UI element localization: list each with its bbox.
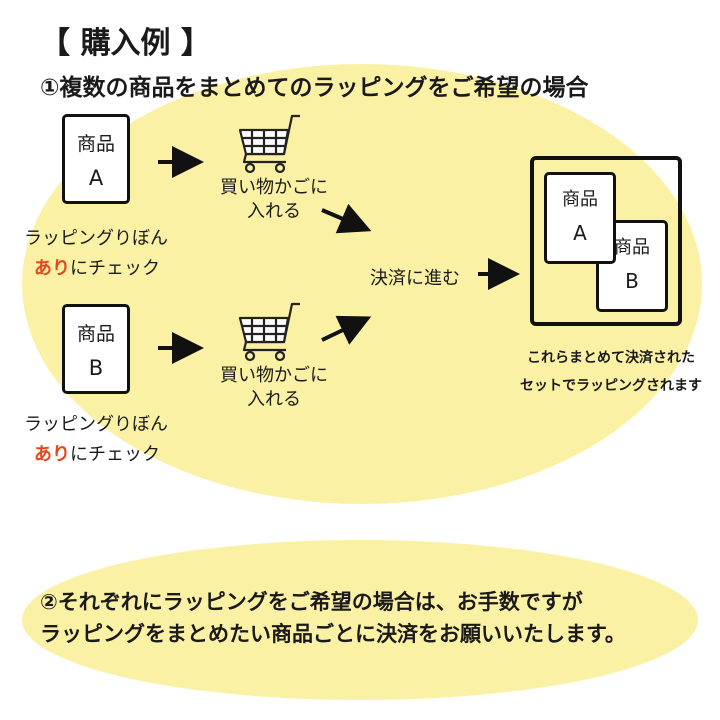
option-label-b: ラッピングりぼん [24,414,168,435]
result-card-a-label: 商品 [562,189,598,210]
case1-heading: ①複数の商品をまとめてのラッピングをご希望の場合 [40,75,589,101]
result-card-a: 商品 A [544,172,616,264]
result-card-b-label: 商品 [614,237,650,258]
cart-caption-b: 買い物かごに 入れる [204,364,344,412]
highlight-ellipse-case2 [22,540,698,700]
shopping-cart-icon [238,302,300,362]
option-check-b: ありにチェック [34,440,160,466]
highlight-ellipse-case1 [22,64,702,504]
option-rest-b: にチェック [70,444,160,465]
combined-package-box: 商品 B 商品 A [530,156,682,326]
option-check-a: ありにチェック [34,254,160,280]
product-card-b-letter: B [88,356,104,380]
result-description-line2: セットでラッピングされます [520,378,702,394]
arrow-cart-b-to-checkout [321,315,372,345]
result-card-b: 商品 B [596,220,668,312]
product-card-a-label: 商品 [76,133,115,155]
result-card-b-letter: B [625,269,639,293]
case2-note: ②それぞれにラッピングをご希望の場合は、お手数ですが ラッピングをまとめたい商品… [40,586,626,650]
case2-note-line1: ②それぞれにラッピングをご希望の場合は、お手数ですが [40,590,583,614]
product-card-b: 商品 B [62,304,130,394]
cart-caption-b-line1: 買い物かごに [220,365,328,386]
cart-caption-a: 買い物かごに 入れる [204,176,344,224]
case2-note-line2: ラッピングをまとめたい商品ごとに決済をお願いいたします。 [40,622,626,646]
arrow-cart-a-to-checkout [321,203,372,234]
cart-caption-a-line2: 入れる [247,201,301,222]
option-accent-b: あり [34,444,70,465]
product-card-b-label: 商品 [76,323,115,345]
cart-caption-a-line1: 買い物かごに [220,177,328,198]
option-label-a: ラッピングりぼん [24,228,168,249]
product-card-a: 商品 A [62,114,130,204]
result-card-a-letter: A [573,221,587,245]
shopping-cart-icon [238,114,300,174]
cart-caption-b-line2: 入れる [247,389,301,410]
option-accent-a: あり [34,258,70,279]
product-card-a-letter: A [88,166,104,190]
checkout-step: 決済に進む [370,268,460,289]
option-rest-a: にチェック [70,258,160,279]
page-title: 【 購入例 】 [40,26,211,61]
result-description: これらまとめて決済された セットでラッピングされます [506,344,716,400]
result-description-line1: これらまとめて決済された [527,350,695,366]
